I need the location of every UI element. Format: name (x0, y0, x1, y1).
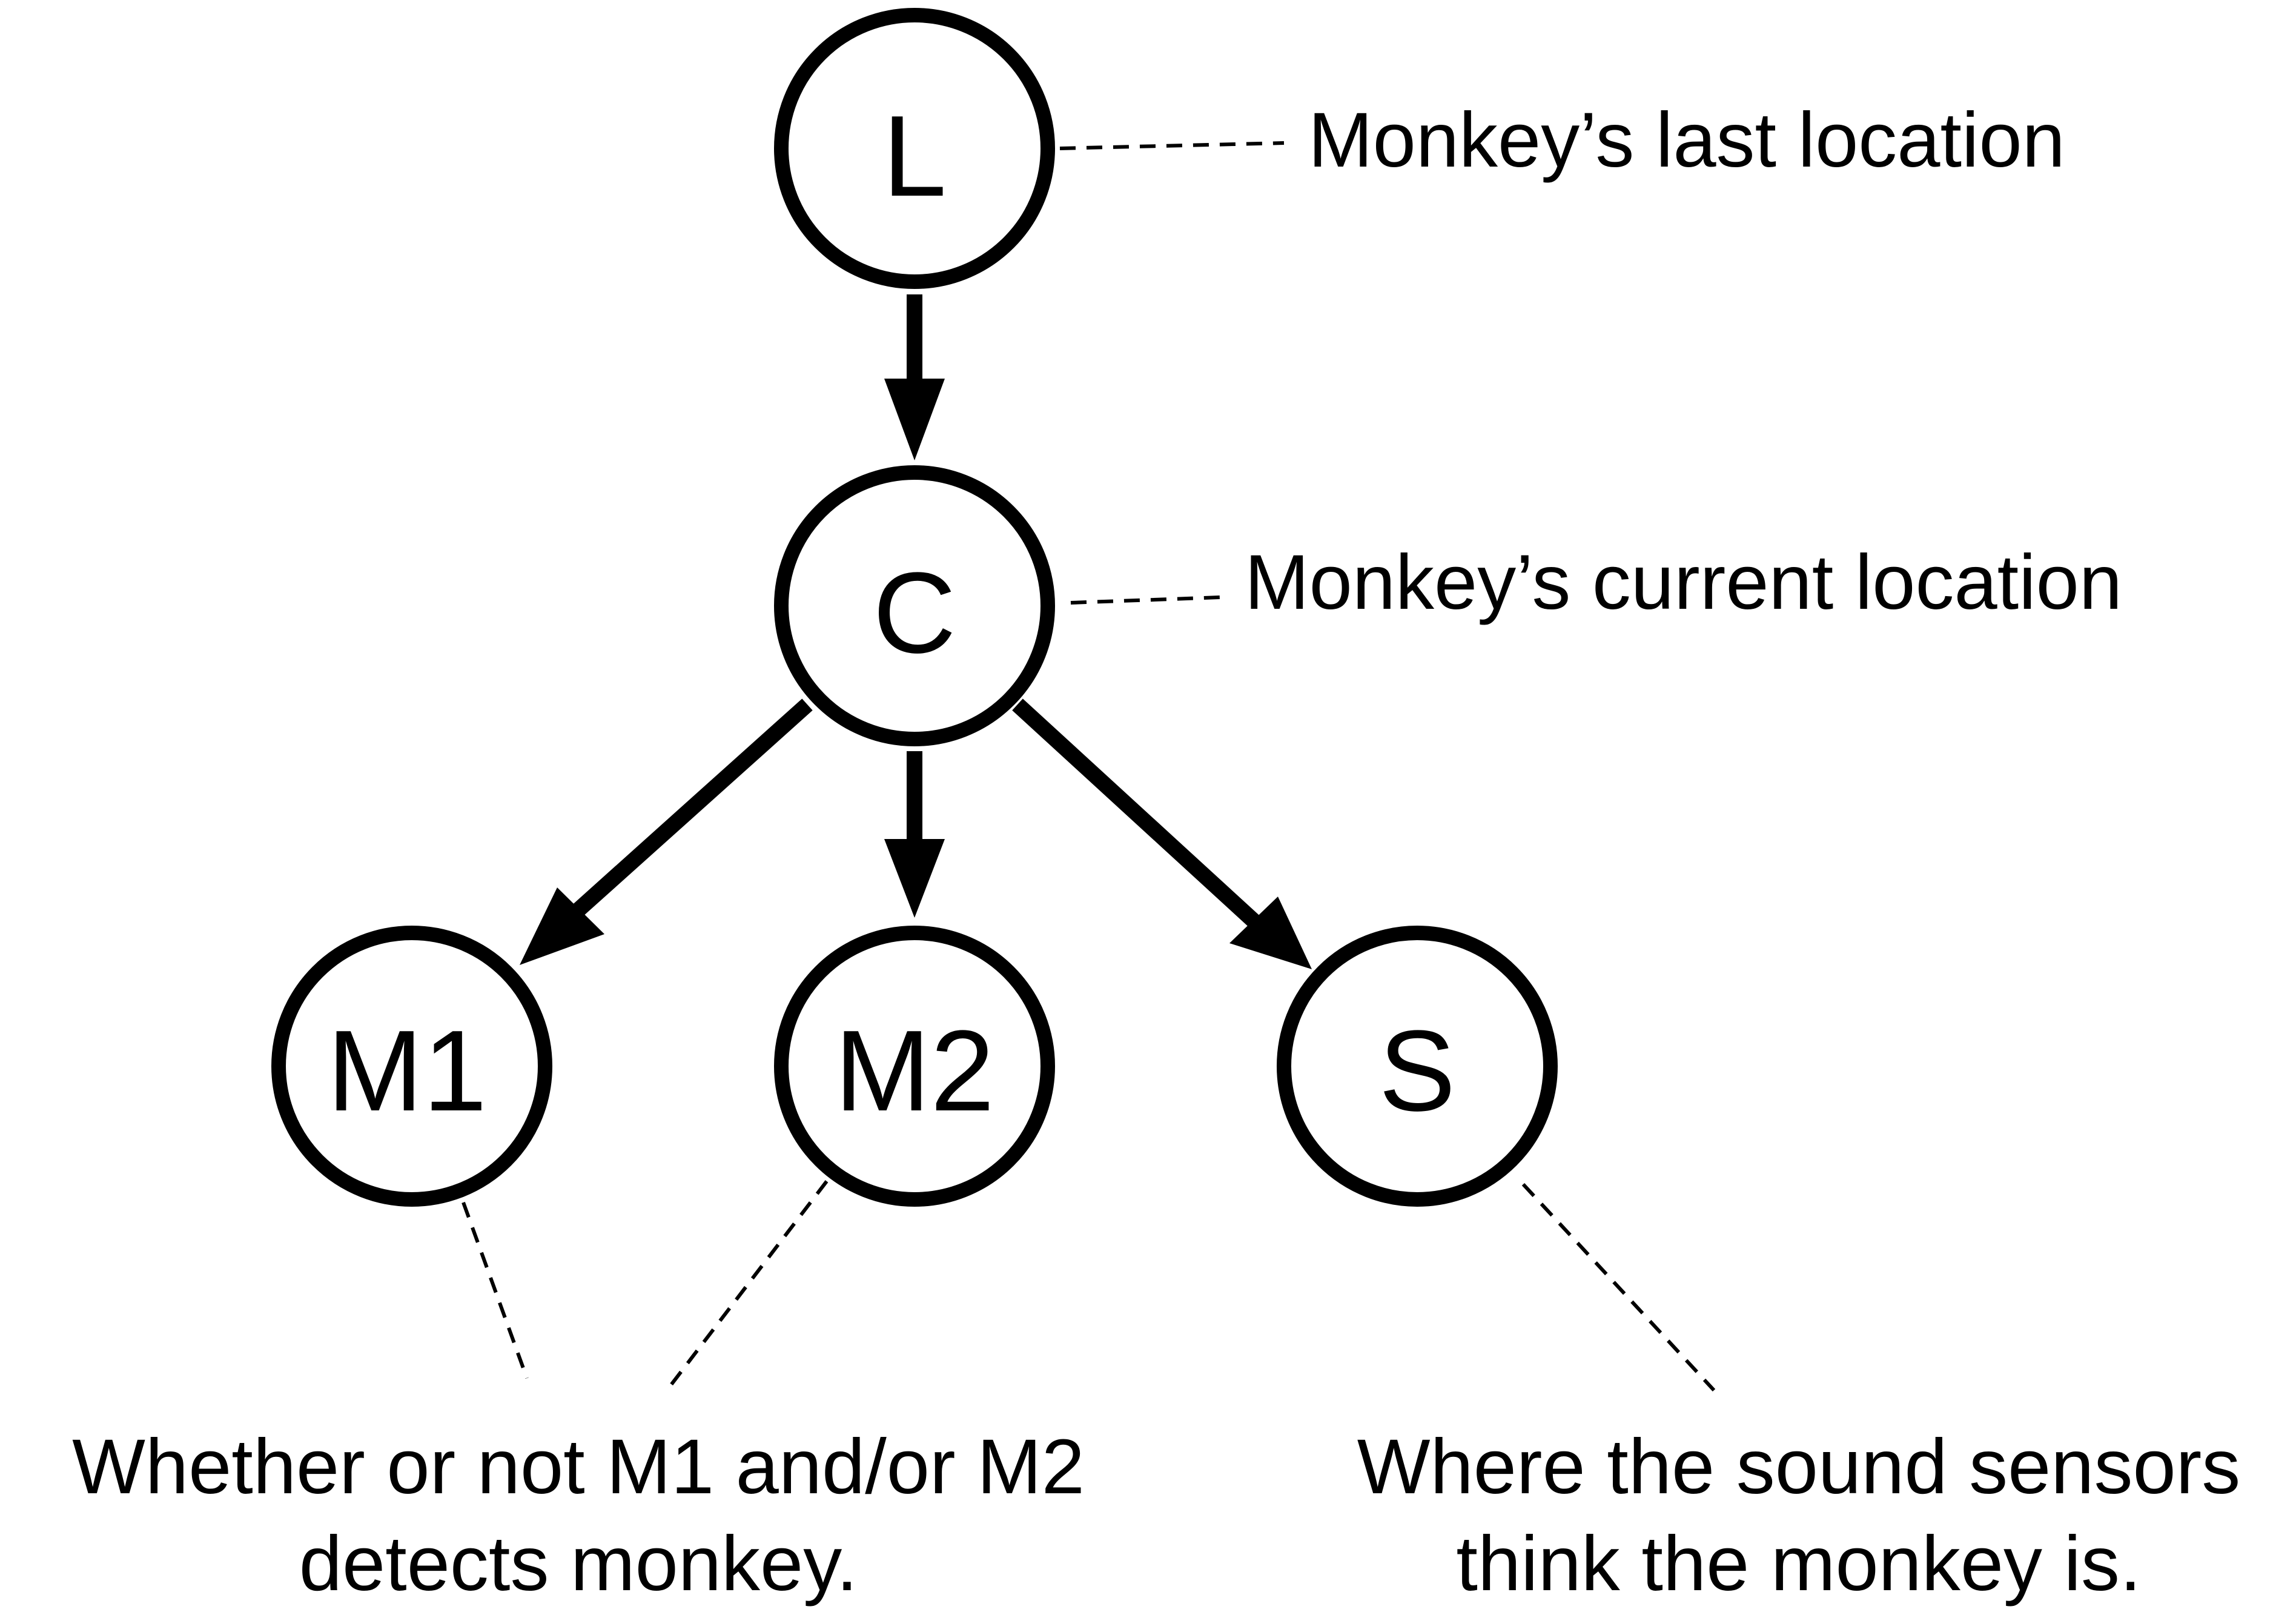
node-L-circle (774, 8, 1055, 289)
node-C-label: C (873, 549, 956, 677)
edge-C-M2-arrowhead (884, 839, 945, 918)
node-S-circle (1277, 926, 1558, 1207)
node-S-label: S (1379, 1007, 1456, 1135)
annotation-sound-line1: Where the sound sensors (1357, 1424, 2241, 1510)
node-M1-circle (271, 926, 552, 1207)
edges (520, 294, 1312, 969)
leader-lines (462, 141, 1716, 1392)
node-M2-circle (774, 926, 1055, 1207)
node-M1: M1 (271, 926, 552, 1207)
annotation-motion-line1: Whether or not M1 and/or M2 (72, 1424, 1085, 1510)
annotation-sound-line2: think the monkey is. (1456, 1520, 2141, 1607)
node-M2-label: M2 (835, 1007, 994, 1135)
node-S: S (1277, 926, 1558, 1207)
edge-C-S-arrowhead (1229, 897, 1312, 969)
node-C: C (774, 465, 1055, 746)
annotation-motion-line2: detects monkey. (299, 1520, 858, 1607)
node-L: L (774, 8, 1055, 289)
annotation-last-location: Monkey’s last location (1308, 97, 2065, 184)
annotation-current-location: Monkey’s current location (1245, 539, 2122, 626)
edge-C-S (1012, 698, 1260, 928)
leader-C (1070, 595, 1221, 605)
leader-L (1059, 141, 1285, 150)
edge-C-M1 (573, 698, 813, 916)
edge-L-C-arrowhead (884, 379, 945, 460)
leader-S (1521, 1182, 1716, 1392)
node-M1-label: M1 (327, 1007, 487, 1135)
leader-M2 (667, 1180, 829, 1388)
edge-C-M1-arrowhead (520, 887, 604, 965)
node-L-label: L (882, 92, 947, 221)
leader-M1 (462, 1201, 529, 1379)
node-M2: M2 (774, 926, 1055, 1207)
node-C-circle (774, 465, 1055, 746)
